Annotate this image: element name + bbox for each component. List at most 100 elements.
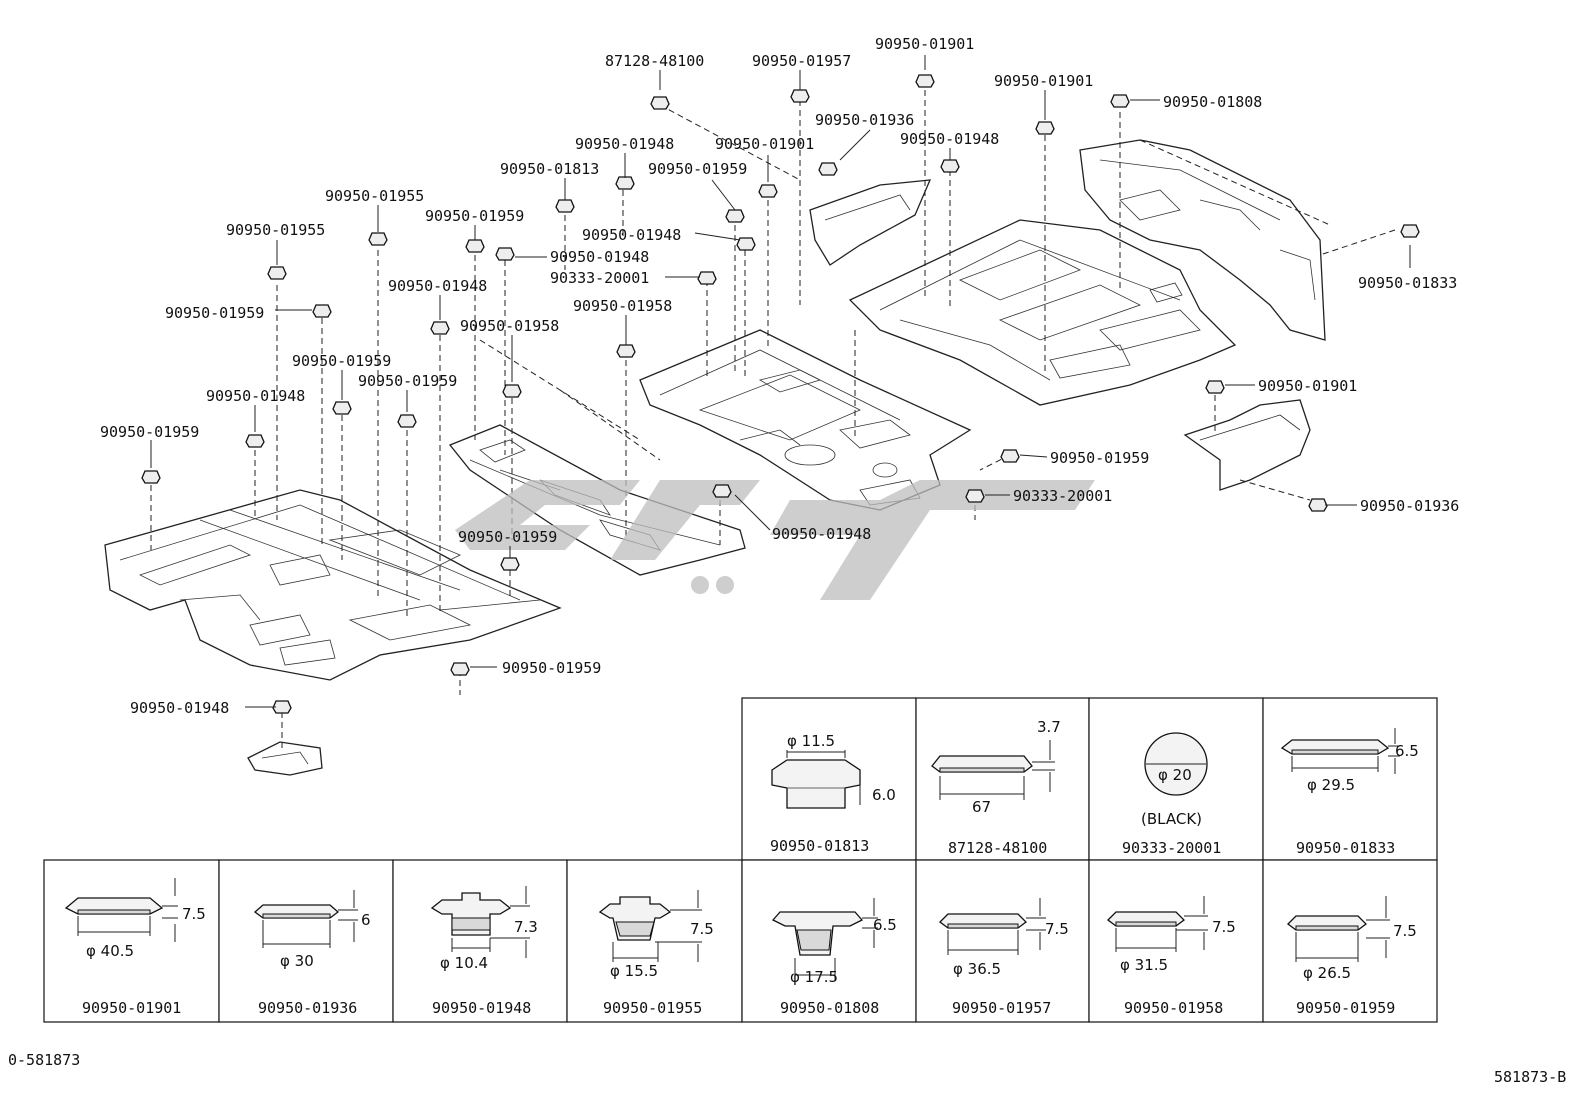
plug-marker	[790, 89, 810, 103]
callout-label: 90333-20001	[1013, 487, 1112, 505]
plug-marker	[940, 159, 960, 173]
detail-90950-01833: 6.5 φ 29.5 90950-01833	[1280, 728, 1419, 857]
callout-label: 90950-01833	[1358, 274, 1457, 292]
plug-marker	[430, 321, 450, 335]
part-caption: 90950-01813	[770, 837, 869, 855]
dim-length: 67	[972, 798, 991, 816]
callout-label: 87128-48100	[605, 52, 704, 70]
dim-diameter: φ 29.5	[1307, 776, 1355, 794]
part-caption: 90950-01936	[258, 999, 357, 1017]
part-caption: 90950-01833	[1296, 839, 1395, 857]
dim-height: 6.5	[1395, 742, 1419, 760]
plug-marker	[397, 414, 417, 428]
plug-marker	[1000, 449, 1020, 463]
plug-marker	[697, 271, 717, 285]
part-caption: 90950-01948	[432, 999, 531, 1017]
callout-label: 90950-01808	[1163, 93, 1262, 111]
plug-marker	[495, 247, 515, 261]
rear-side-panel	[1079, 139, 1326, 341]
dim-height: 6	[361, 911, 371, 929]
callout-label: 90950-01959	[1050, 449, 1149, 467]
plug-marker	[818, 162, 838, 176]
dim-diameter: φ 15.5	[610, 962, 658, 980]
plug-marker	[272, 700, 292, 714]
dim-height: 7.5	[1045, 920, 1069, 938]
plug-marker	[1110, 94, 1130, 108]
callout-label: 90950-01958	[573, 297, 672, 315]
plug-marker	[1308, 498, 1328, 512]
plug-marker	[1400, 224, 1420, 238]
plug-marker	[1035, 121, 1055, 135]
detail-90333-20001: φ 20 (BLACK) 90333-20001	[1122, 732, 1221, 857]
detail-90950-01813: φ 11.5 6.0 90950-01813	[770, 732, 896, 855]
callout-label: 90950-01957	[752, 52, 851, 70]
dim-diameter: φ 30	[280, 952, 314, 970]
part-caption: 90333-20001	[1122, 839, 1221, 857]
dim-diameter: φ 20	[1158, 766, 1192, 784]
callout-label: 90950-01959	[100, 423, 199, 441]
plug-marker	[712, 484, 732, 498]
dim-diameter: φ 31.5	[1120, 956, 1168, 974]
callout-label: 90950-01901	[1258, 377, 1357, 395]
callout-label: 90950-01901	[715, 135, 814, 153]
callout-label: 90950-01959	[648, 160, 747, 178]
plug-marker	[368, 232, 388, 246]
plug-marker	[141, 470, 161, 484]
callout-label: 90950-01948	[130, 699, 229, 717]
color-note: (BLACK)	[1141, 810, 1202, 828]
plug-marker	[450, 662, 470, 676]
callout-label: 90950-01948	[582, 226, 681, 244]
callout-label: 90950-01948	[388, 277, 487, 295]
part-caption: 90950-01955	[603, 999, 702, 1017]
callout-label: 90950-01959	[165, 304, 264, 322]
callout-label: 90333-20001	[550, 269, 649, 287]
callout-label: 90950-01955	[226, 221, 325, 239]
detail-90950-01957: 7.5 φ 36.5 90950-01957	[939, 898, 1069, 1017]
plug-marker	[245, 434, 265, 448]
callout-label: 90950-01959	[502, 659, 601, 677]
dim-diameter: φ 17.5	[790, 968, 838, 986]
assembly-lines	[150, 90, 1396, 750]
watermark-logo	[455, 480, 1095, 600]
small-floor-pad	[247, 741, 323, 776]
dim-height: 7.5	[690, 920, 714, 938]
dim-diameter: φ 26.5	[1303, 964, 1351, 982]
callout-leaders	[150, 55, 1411, 708]
plug-marker	[465, 239, 485, 253]
dim-height: 7.3	[514, 918, 538, 936]
callout-label: 90950-01955	[325, 187, 424, 205]
plug-marker	[650, 96, 670, 110]
dim-diameter: φ 36.5	[953, 960, 1001, 978]
plug-marker	[615, 176, 635, 190]
callout-label: 90950-01948	[900, 130, 999, 148]
part-caption: 90950-01958	[1124, 999, 1223, 1017]
dim-height: 6.0	[872, 786, 896, 804]
callout-label: 90950-01959	[292, 352, 391, 370]
detail-90950-01959: 7.5 φ 26.5 90950-01959	[1287, 896, 1417, 1017]
callout-label: 90950-01948	[550, 248, 649, 266]
detail-90950-01936: 6 φ 30 90950-01936	[253, 890, 371, 1017]
part-caption: 90950-01959	[1296, 999, 1395, 1017]
detail-87128-48100: 3.7 67 87128-48100	[931, 718, 1061, 857]
callout-label: 90950-01959	[458, 528, 557, 546]
callout-label: 90950-01948	[575, 135, 674, 153]
dim-diameter: φ 11.5	[787, 732, 835, 750]
callout-label: 90950-01959	[358, 372, 457, 390]
plug-marker	[965, 489, 985, 503]
callout-label: 90950-01901	[875, 35, 974, 53]
callout-label: 90950-01813	[500, 160, 599, 178]
plug-marker	[616, 344, 636, 358]
dim-diameter: φ 10.4	[440, 954, 488, 972]
detail-table: φ 11.5 6.0 90950-01813 3.7 67 87128-4810…	[43, 697, 1438, 1023]
detail-90950-01948: 7.3 φ 10.4 90950-01948	[430, 886, 538, 1017]
plug-marker	[312, 304, 332, 318]
diagram-code-left: 0-581873	[8, 1051, 80, 1069]
callout-label: 90950-01958	[460, 317, 559, 335]
plug-marker	[758, 184, 778, 198]
plug-markers	[141, 74, 1420, 714]
plug-marker	[500, 557, 520, 571]
plug-marker	[555, 199, 575, 213]
dim-diameter: φ 40.5	[86, 942, 134, 960]
detail-90950-01901: 7.5 φ 40.5 90950-01901	[64, 878, 206, 1017]
